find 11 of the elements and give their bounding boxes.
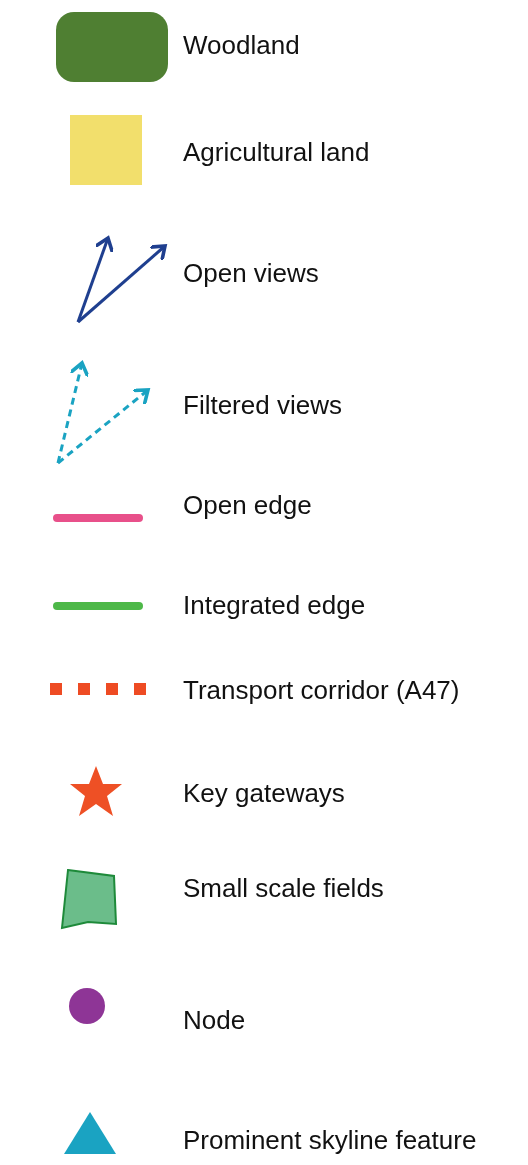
legend-label: Open edge [183,489,312,521]
legend-label: Open views [183,257,319,289]
legend-label: Prominent skyline feature [183,1124,477,1156]
legend-label: Transport corridor (A47) [183,674,460,706]
legend-label: Integrated edge [183,589,366,621]
legend-label: Woodland [183,29,300,61]
legend-label: Key gateways [183,777,345,809]
legend-label: Agricultural land [183,136,370,168]
legend-label: Small scale fields [183,872,384,904]
legend-label: Filtered views [183,389,342,421]
legend-label: Node [183,1004,246,1036]
